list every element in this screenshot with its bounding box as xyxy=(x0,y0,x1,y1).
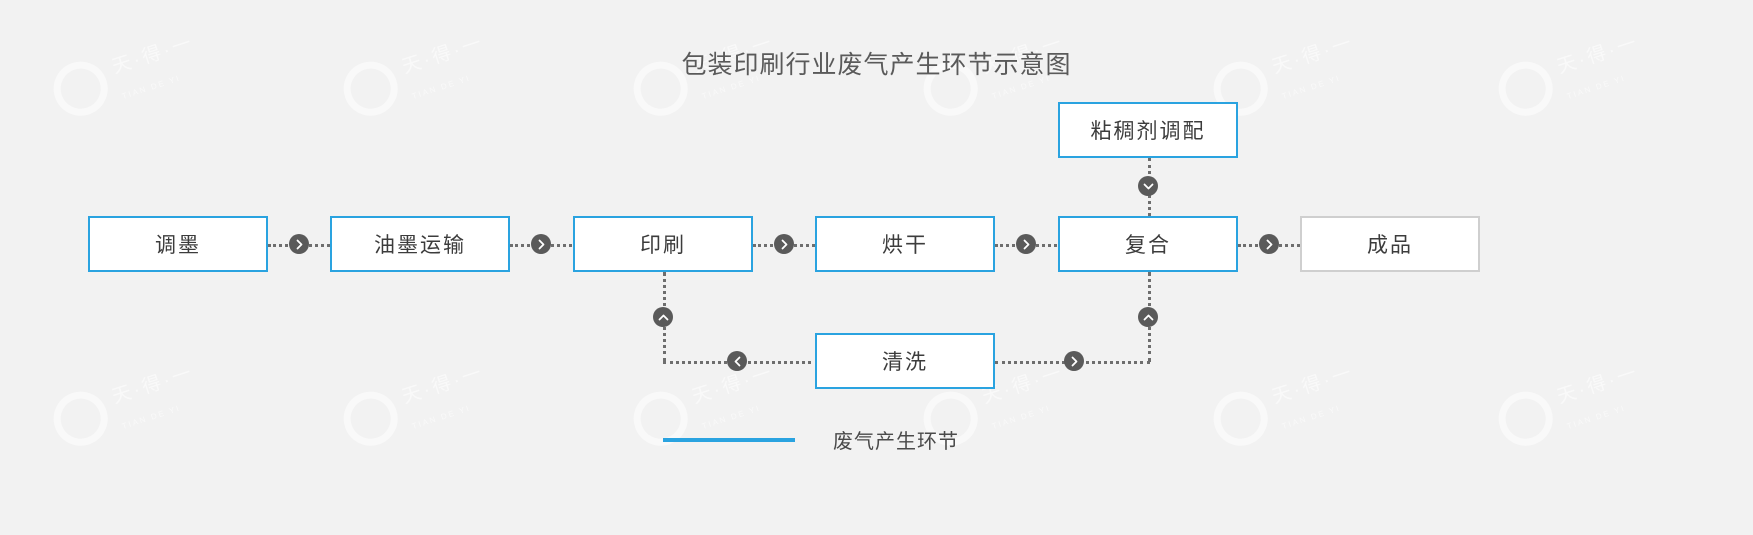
node-zhanchouji-tiaopei[interactable]: 粘稠剂调配 xyxy=(1058,102,1238,158)
arrow-down-icon xyxy=(1138,176,1158,196)
node-youmo-yunshu[interactable]: 油墨运输 xyxy=(330,216,510,272)
arrow-right-icon xyxy=(289,234,309,254)
node-yinshua[interactable]: 印刷 xyxy=(573,216,753,272)
watermark-subtext: TIAN DE YI xyxy=(990,403,1052,431)
node-chengpin[interactable]: 成品 xyxy=(1300,216,1480,272)
node-tiaomo[interactable]: 调墨 xyxy=(88,216,268,272)
watermark-ring-icon xyxy=(1491,384,1560,453)
watermark-ring-icon xyxy=(46,384,115,453)
watermark-subtext: TIAN DE YI xyxy=(410,403,472,431)
arrow-up-icon xyxy=(1138,307,1158,327)
watermark-ring-icon xyxy=(336,384,405,453)
legend-label: 废气产生环节 xyxy=(833,431,959,453)
watermark-subtext: TIAN DE YI xyxy=(1280,403,1342,431)
watermark-subtext: TIAN DE YI xyxy=(1565,403,1627,431)
node-honggan[interactable]: 烘干 xyxy=(815,216,995,272)
watermark-text: 天·得·一 xyxy=(399,362,487,409)
legend: 废气产生环节 xyxy=(663,425,959,454)
arrow-right-icon xyxy=(1064,351,1084,371)
watermark-subtext: TIAN DE YI xyxy=(120,403,182,431)
watermark-text: 天·得·一 xyxy=(1554,362,1642,409)
arrow-right-icon xyxy=(774,234,794,254)
watermark-text: 天·得·一 xyxy=(109,362,197,409)
legend-color-swatch xyxy=(663,437,795,442)
node-qingxi[interactable]: 清洗 xyxy=(815,333,995,389)
node-fuhe[interactable]: 复合 xyxy=(1058,216,1238,272)
page-title: 包装印刷行业废气产生环节示意图 xyxy=(681,51,1072,79)
arrow-up-icon xyxy=(653,307,673,327)
watermark-text: 天·得·一 xyxy=(1269,362,1357,409)
watermark-ring-icon xyxy=(1206,384,1275,453)
arrow-right-icon xyxy=(1259,234,1279,254)
arrow-right-icon xyxy=(1016,234,1036,254)
arrow-right-icon xyxy=(531,234,551,254)
arrow-left-icon xyxy=(727,351,747,371)
